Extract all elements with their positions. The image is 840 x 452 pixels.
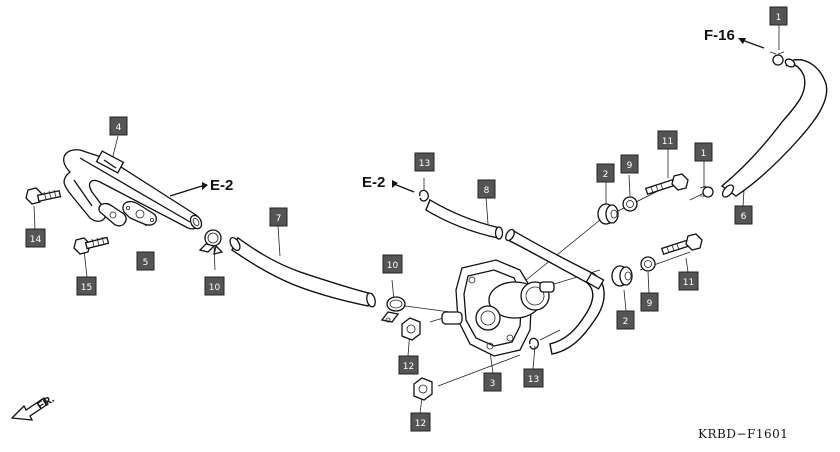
callout-4: 4	[109, 116, 128, 136]
bolt-left-lower	[73, 236, 110, 255]
bolt-left-upper	[25, 187, 62, 205]
front-arrow-icon	[10, 397, 49, 421]
callout-label: 9	[627, 161, 633, 171]
ref-e2-center-label: E-2	[362, 174, 385, 191]
callout-14: 14	[25, 228, 46, 248]
hose-left	[229, 236, 376, 308]
bolt-lower	[660, 233, 703, 255]
air-pipe-assembly	[63, 149, 203, 230]
callout-label: 12	[415, 419, 426, 429]
reference-e2-center: E-2	[362, 174, 415, 193]
callout-label: 7	[276, 214, 282, 224]
callout-13-upper: 13	[414, 152, 435, 172]
ref-f16-label: F-16	[704, 27, 735, 44]
hose-right	[720, 58, 828, 198]
callout-label: 2	[603, 170, 609, 180]
callout-label: 8	[484, 186, 490, 196]
callout-8: 8	[477, 179, 496, 199]
callout-1-upper: 1	[769, 6, 788, 26]
callout-label: 14	[30, 235, 42, 245]
callout-label: 1	[701, 149, 707, 159]
callout-label: 12	[403, 362, 414, 372]
callout-6: 6	[734, 205, 753, 225]
reference-e2-left: E-2	[169, 177, 233, 197]
callout-5: 5	[136, 251, 155, 271]
callout-label: 11	[683, 278, 694, 288]
callout-label: 10	[209, 283, 221, 293]
callout-10-center: 10	[382, 254, 403, 274]
callout-label: 5	[143, 258, 149, 268]
callout-label: 11	[662, 137, 673, 147]
callout-label: 10	[387, 261, 399, 271]
diagram-code: KRBD−F1601	[698, 427, 788, 441]
hose-clip-upper	[769, 51, 785, 66]
callout-label: 13	[528, 375, 539, 385]
grommet-upper	[597, 203, 619, 225]
callout-10-left: 10	[204, 276, 225, 296]
callout-7: 7	[269, 207, 288, 227]
callout-1-middle: 1	[694, 142, 713, 162]
callout-label: 9	[647, 299, 653, 309]
callout-label: 4	[116, 123, 122, 133]
bolt-upper	[644, 173, 689, 195]
callout-label: 13	[419, 159, 430, 169]
callout-11-lower: 11	[678, 271, 699, 291]
callout-13-lower: 13	[523, 368, 544, 388]
ref-e2-left-label: E-2	[210, 177, 233, 194]
hose-joining	[505, 228, 605, 355]
callout-2-lower: 2	[616, 310, 635, 330]
grommet-lower	[611, 265, 633, 287]
callout-label: 1	[776, 13, 782, 23]
collar-upper	[622, 196, 638, 212]
callout-3: 3	[483, 372, 502, 392]
callout-label: 3	[490, 379, 496, 389]
callout-9-lower: 9	[640, 292, 659, 312]
collar-lower	[640, 256, 656, 272]
reference-f16: F-16	[704, 27, 765, 49]
hose-middle	[425, 199, 504, 240]
hose-band-left	[198, 229, 224, 255]
hose-band-center	[380, 296, 406, 323]
clip-lower	[529, 337, 539, 350]
callout-15: 15	[76, 276, 97, 296]
nut-upper	[401, 317, 421, 341]
gasket	[122, 200, 158, 226]
callout-label: 6	[741, 212, 747, 222]
nut-lower	[413, 377, 433, 401]
callout-11-upper: 11	[657, 130, 678, 150]
callout-12-upper: 12	[398, 355, 419, 375]
clip-upper	[419, 189, 429, 202]
callout-9-upper: 9	[620, 154, 639, 174]
callout-12-lower: 12	[410, 412, 431, 432]
hose-clip-middle	[699, 185, 714, 198]
callout-label: 2	[623, 317, 629, 327]
front-direction-indicator: FR.	[10, 393, 57, 421]
callout-label: 15	[81, 283, 92, 293]
callout-2-upper: 2	[596, 163, 615, 183]
air-suction-valve	[441, 259, 555, 357]
